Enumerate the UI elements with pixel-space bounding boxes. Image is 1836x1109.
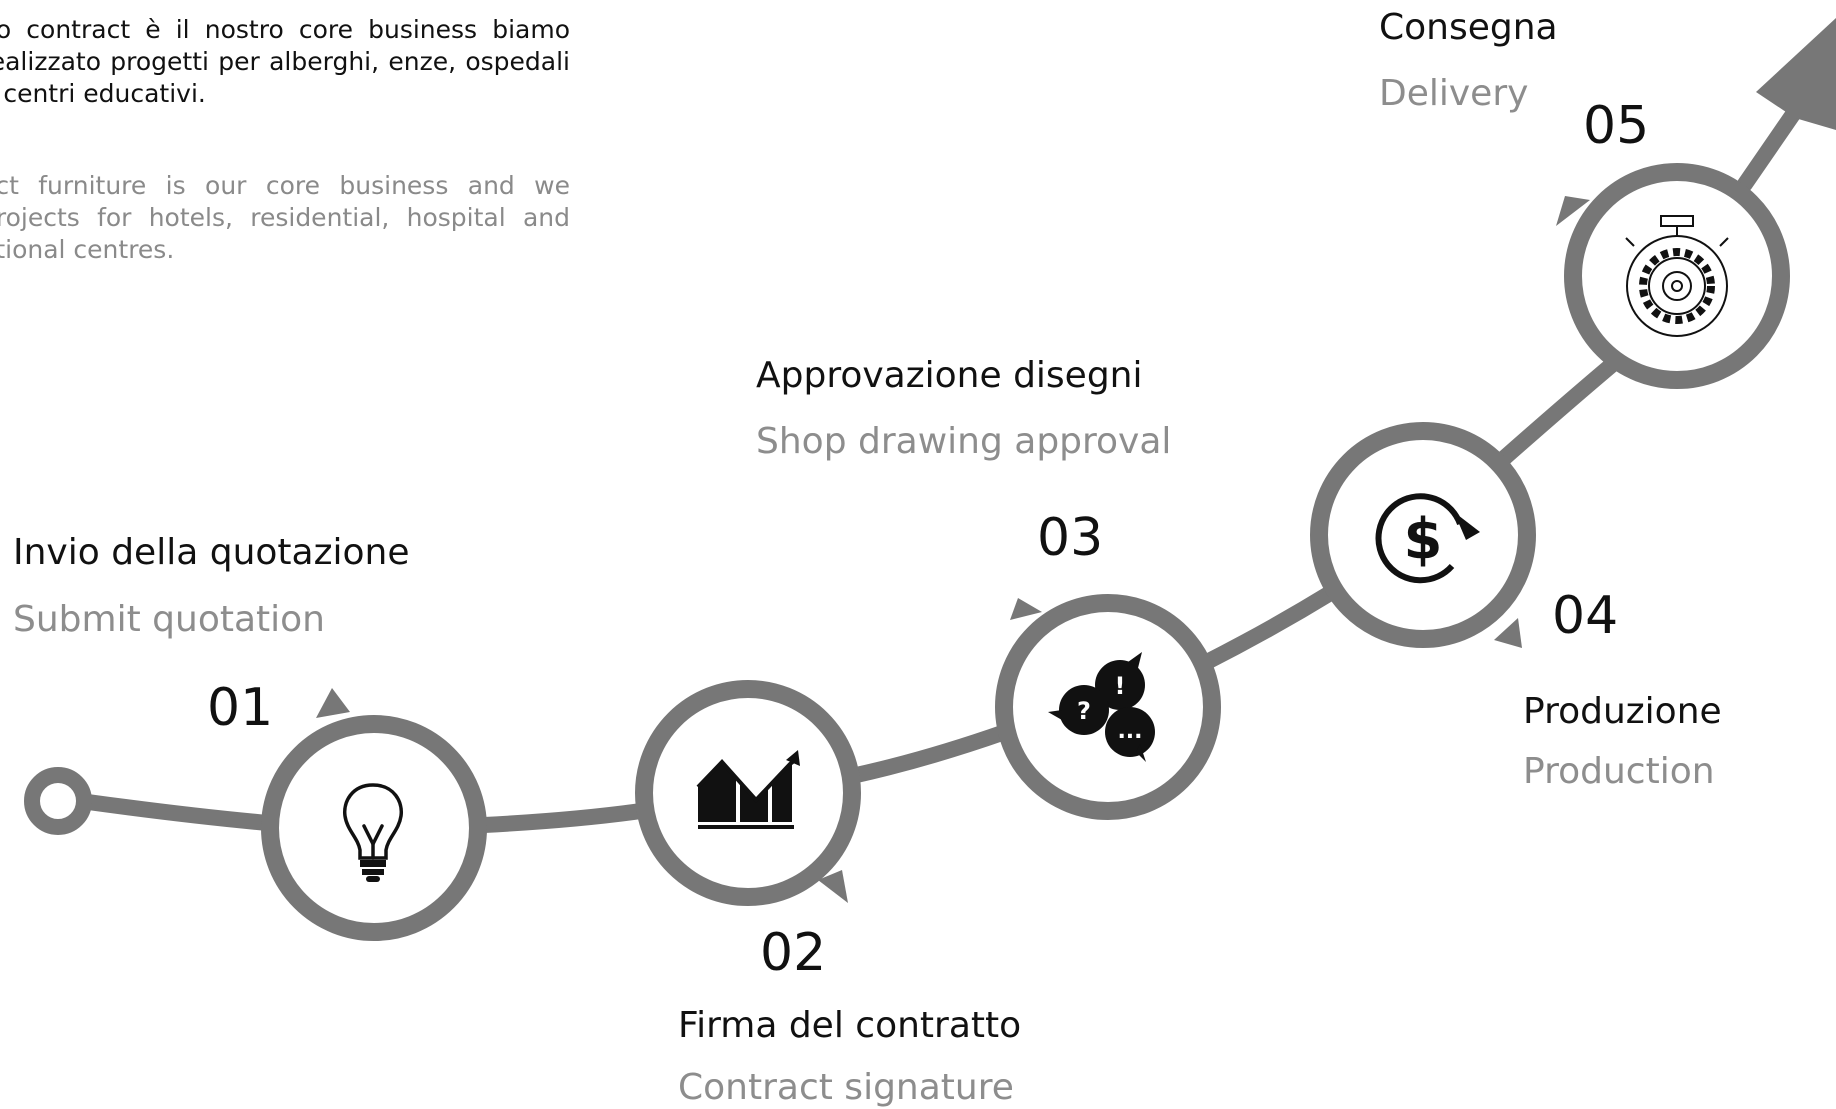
step-1-number: 01 [207, 678, 274, 738]
step-2-title: Firma del contratto [678, 1005, 1022, 1046]
intro-text-english: act furniture is our core business and w… [0, 171, 570, 264]
step-5-title: Consegna [1379, 7, 1558, 48]
svg-text:$: $ [1404, 507, 1443, 572]
svg-text:!: ! [1115, 672, 1126, 700]
step-ring-4 [1310, 422, 1536, 648]
step-2-subtitle: Contract signature [678, 1067, 1014, 1108]
discussion-bubbles-icon: ! ? ... [1048, 652, 1155, 762]
dollar-cycle-icon: $ [1375, 493, 1480, 584]
step-3-number: 03 [1037, 508, 1104, 568]
step-4-title: Produzione [1523, 691, 1722, 732]
svg-text:...: ... [1117, 719, 1142, 744]
lightbulb-icon [343, 783, 403, 882]
stopwatch-gear-icon [1625, 215, 1729, 337]
arrow-head [1756, 18, 1836, 130]
step-ring-1 [261, 715, 487, 941]
growth-chart-icon [696, 750, 800, 829]
step-5-subtitle: Delivery [1379, 73, 1529, 114]
intro-text-italian: do contract è il nostro core business bi… [0, 15, 570, 108]
start-node [24, 767, 92, 835]
step-ring-5 [1564, 163, 1790, 389]
step-3-subtitle: Shop drawing approval [756, 421, 1172, 462]
step-rings [261, 163, 1790, 941]
step-1-subtitle: Submit quotation [13, 599, 325, 640]
svg-text:?: ? [1077, 697, 1091, 725]
step-1-title: Invio della quotazione [13, 532, 410, 573]
step-5-number: 05 [1583, 96, 1650, 156]
step-4-number: 04 [1552, 586, 1619, 646]
step-pointers [316, 196, 1590, 903]
step-3-title: Approvazione disegni [756, 355, 1143, 396]
flow-path [80, 70, 1826, 833]
step-4-subtitle: Production [1523, 751, 1715, 792]
step-2-number: 02 [760, 923, 827, 983]
